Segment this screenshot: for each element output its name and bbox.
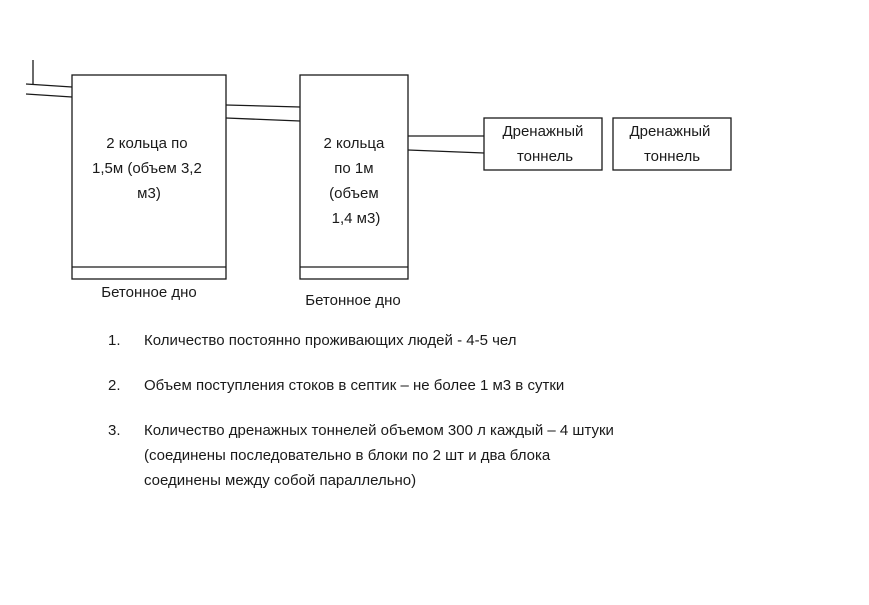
tank-2-label-line: 2 кольца bbox=[324, 135, 385, 152]
tank-2-label-line: 1,4 м3) bbox=[332, 210, 381, 227]
drainage-tunnel-2-label: Дренажный тоннель bbox=[629, 123, 714, 165]
tank-1-bottom-caption: Бетонное дно bbox=[101, 284, 197, 301]
inlet-pipe bbox=[25, 83, 73, 98]
tank-1-label: 2 кольца по 1,5м (объем 3,2 м3) bbox=[92, 135, 206, 202]
note-text: Объем поступления стоков в септик – не б… bbox=[144, 377, 565, 394]
tunnel-label-line: Дренажный bbox=[502, 123, 583, 140]
tank-1 bbox=[71, 74, 227, 280]
tank-2-bottom-caption: Бетонное дно bbox=[305, 292, 401, 309]
note-text: Количество дренажных тоннелей объемом 30… bbox=[144, 422, 614, 439]
note-item: 2. Объем поступления стоков в септик – н… bbox=[108, 373, 808, 398]
note-item: 3. Количество дренажных тоннелей объемом… bbox=[108, 418, 808, 493]
note-number: 1. bbox=[108, 332, 121, 349]
tank-2-label: 2 кольца по 1м (объем 1,4 м3) bbox=[324, 135, 389, 227]
tank-2-label-line: (объем bbox=[329, 185, 378, 202]
notes-list: 1. Количество постоянно проживающих люде… bbox=[108, 328, 808, 513]
septic-diagram: 2 кольца по 1,5м (объем 3,2 м3) Бетонное… bbox=[25, 60, 732, 309]
tunnel-label-line: тоннель bbox=[517, 148, 573, 165]
drainage-tunnel-1 bbox=[483, 117, 603, 171]
tank-1-label-line: 1,5м (объем 3,2 bbox=[92, 160, 202, 177]
note-number: 2. bbox=[108, 377, 121, 394]
tank-2-label-line: по 1м bbox=[334, 160, 373, 177]
tunnel-label-line: Дренажный bbox=[629, 123, 710, 140]
drainage-tunnel-1-label: Дренажный тоннель bbox=[502, 123, 587, 165]
pipe-tank1-to-tank2 bbox=[225, 104, 301, 122]
drainage-tunnel-2 bbox=[612, 117, 732, 171]
note-text: Количество постоянно проживающих людей -… bbox=[144, 332, 517, 349]
note-text: (соединены последовательно в блоки по 2 … bbox=[144, 447, 551, 464]
pipe-tank2-to-tunnel bbox=[407, 135, 485, 154]
tank-1-label-line: 2 кольца по bbox=[106, 135, 187, 152]
tunnel-label-line: тоннель bbox=[644, 148, 700, 165]
note-item: 1. Количество постоянно проживающих люде… bbox=[108, 328, 808, 353]
note-number: 3. bbox=[108, 422, 121, 439]
note-text: соединены между собой параллельно) bbox=[144, 472, 417, 489]
tank-2 bbox=[299, 74, 409, 280]
tank-1-label-line: м3) bbox=[137, 185, 161, 202]
